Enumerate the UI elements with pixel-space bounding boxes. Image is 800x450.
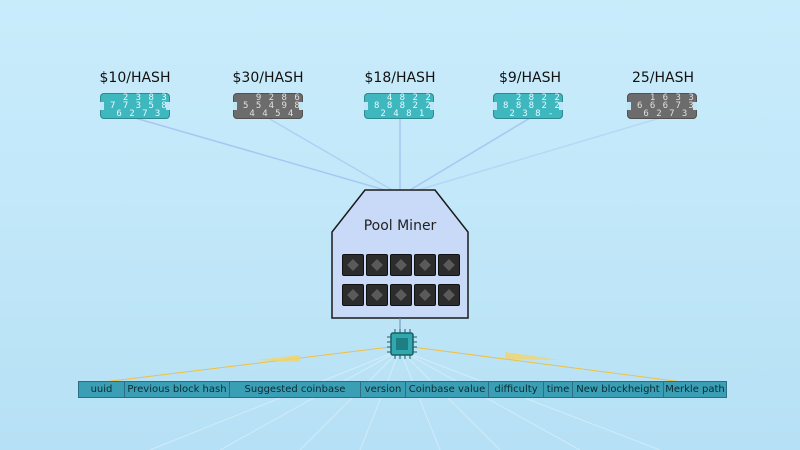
miner-digits: 4 4 5 4 bbox=[243, 109, 295, 119]
miner-digits: 9 2 8 6 bbox=[243, 93, 301, 103]
miner-device-3: 4 8 2 2 8 8 8 2 2 2 4 8 1 bbox=[364, 93, 434, 119]
miner-price-5: 25/HASH bbox=[631, 70, 695, 86]
connector-line-4 bbox=[409, 117, 531, 191]
miner-device-5: 1 6 3 3 6 6 6 7 3 6 2 7 3 bbox=[627, 93, 697, 119]
connector-line-1 bbox=[134, 117, 386, 191]
connector-line-2 bbox=[267, 117, 393, 191]
field-merkle-path: Merkle path bbox=[665, 384, 725, 395]
field-version: version bbox=[361, 382, 406, 397]
miner-digits: 6 2 7 3 bbox=[637, 109, 689, 119]
beam-left bbox=[94, 346, 391, 384]
miner-digits: 8 8 8 2 2 bbox=[503, 101, 561, 111]
miner-digits: 2 3 8 - bbox=[503, 109, 555, 119]
asic-chip-icon bbox=[390, 254, 412, 276]
miner-price-3: $18/HASH bbox=[364, 70, 436, 86]
field-uuid: uuid bbox=[79, 382, 125, 397]
field-previous-block-hash: Previous block hash bbox=[125, 382, 230, 397]
asic-chip-icon bbox=[414, 254, 436, 276]
asic-chip-icon bbox=[366, 284, 388, 306]
miner-device-4: 2 8 2 2 8 8 8 2 2 2 3 8 - bbox=[493, 93, 563, 119]
field-coinbase-value: Coinbase value bbox=[406, 382, 489, 397]
block-template-table: uuid Previous block hash Suggested coinb… bbox=[78, 381, 727, 398]
asic-chip-icon bbox=[366, 254, 388, 276]
miner-price-2: $30/HASH bbox=[232, 70, 304, 86]
beam-right-glow bbox=[505, 352, 560, 360]
asic-chip-icon bbox=[342, 284, 364, 306]
miner-digits: 1 6 3 3 bbox=[637, 93, 695, 103]
cpu-chip-icon bbox=[387, 329, 417, 359]
miner-device-1: 2 3 8 3 7 7 3 5 8 6 2 7 3 bbox=[100, 93, 170, 119]
miner-digits: 2 3 8 3 bbox=[110, 93, 168, 103]
asic-chip-icon bbox=[438, 284, 460, 306]
field-time: time bbox=[544, 382, 573, 397]
asic-chip-icon bbox=[390, 284, 412, 306]
field-difficulty: difficulty bbox=[489, 382, 544, 397]
light-rays bbox=[149, 349, 661, 450]
asic-chip-icon bbox=[414, 284, 436, 306]
miner-digits: 6 6 6 7 3 bbox=[637, 101, 695, 111]
field-new-blockheight: New blockheight bbox=[573, 382, 664, 397]
asic-chip-icon bbox=[438, 254, 460, 276]
miner-device-2: 9 2 8 6 5 5 4 9 8 4 4 5 4 bbox=[233, 93, 303, 119]
pool-miner-title: Pool Miner bbox=[363, 218, 437, 234]
field-suggested-coinbase: Suggested coinbase bbox=[230, 382, 361, 397]
miner-price-1: $10/HASH bbox=[99, 70, 171, 86]
miner-digits: 7 7 3 5 8 bbox=[110, 101, 168, 111]
beam-right bbox=[411, 346, 691, 384]
connector-line-5 bbox=[417, 117, 661, 191]
miner-digits: 4 8 2 2 bbox=[374, 93, 432, 103]
miner-price-4: $9/HASH bbox=[498, 70, 562, 86]
asic-chip-icon bbox=[342, 254, 364, 276]
beam-left-glow bbox=[255, 355, 300, 362]
miner-digits: 2 8 2 2 bbox=[503, 93, 561, 103]
miner-digits: 6 2 7 3 bbox=[110, 109, 162, 119]
miner-digits: 2 4 8 1 bbox=[374, 109, 426, 119]
miner-digits: 5 5 4 9 8 bbox=[243, 101, 301, 111]
miner-digits: 8 8 8 2 2 bbox=[374, 101, 432, 111]
